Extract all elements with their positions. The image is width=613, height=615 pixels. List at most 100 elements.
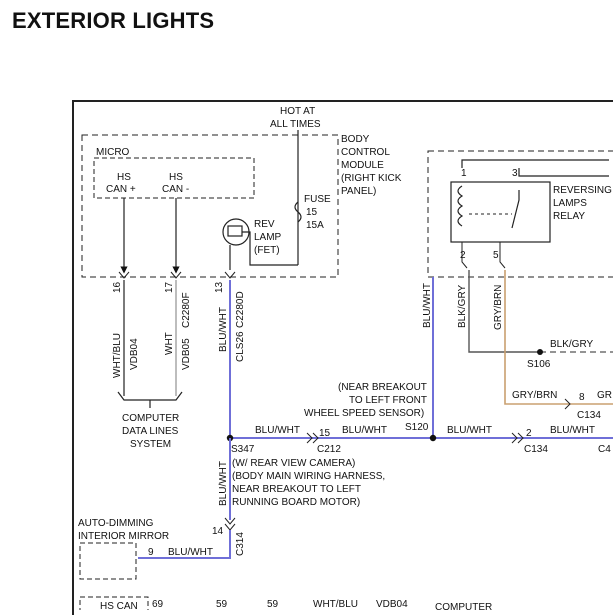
rev-lamp-label-3: (FET) — [254, 245, 280, 256]
wire-label-blu-wht-3: BLU/WHT — [255, 425, 300, 436]
s347-note-4: RUNNING BOARD MOTOR) — [232, 497, 360, 508]
power-label-1: HOT AT — [280, 106, 315, 117]
wire-label-wht-blu: WHT/BLU — [112, 333, 123, 378]
pin-15: 15 — [319, 428, 331, 439]
wire-label-gry-brn-h: GRY/BRN — [512, 390, 557, 401]
bcm-label-3: MODULE — [341, 160, 384, 171]
bcm-label-4: (RIGHT KICK — [341, 173, 402, 184]
connector-13-icon — [224, 271, 236, 279]
wire-label-blu-wht-5: BLU/WHT — [447, 425, 492, 436]
bottom-box — [79, 596, 149, 610]
wire-label-vdb04: VDB04 — [129, 338, 140, 370]
bottom-wire-1: WHT/BLU — [313, 599, 358, 610]
relay-out-5 — [499, 242, 506, 269]
connector-c314: C314 — [235, 532, 246, 556]
bottom-num-1: 69 — [152, 599, 164, 610]
fet-body — [227, 225, 243, 237]
relay-module-box — [427, 150, 613, 278]
pin-8: 8 — [579, 392, 585, 403]
wire-label-wht: WHT — [164, 332, 175, 355]
pin-14: 14 — [212, 526, 224, 537]
splice-s120-dot — [429, 434, 437, 442]
wire-label-blk-gry-h: BLK/GRY — [550, 339, 593, 350]
breakout-label-1: (NEAR BREAKOUT — [338, 382, 427, 393]
hs-can-plus-1: HS — [117, 172, 131, 183]
wire-label-blu-wht-2: BLU/WHT — [422, 283, 433, 328]
pin-9: 9 — [148, 547, 154, 558]
wire-gry-brn — [504, 270, 613, 405]
mirror-box — [79, 542, 137, 580]
connector-c134-b: C134 — [524, 444, 548, 455]
pin-13: 13 — [214, 281, 225, 293]
relay-feed-line-3 — [518, 168, 609, 177]
computer-label-3: SYSTEM — [130, 439, 171, 450]
wire-label-vdb05: VDB05 — [181, 338, 192, 370]
wire-label-blu-wht-7: BLU/WHT — [218, 461, 229, 506]
pin-17: 17 — [164, 281, 175, 293]
relay-coil-icon — [457, 185, 464, 227]
bcm-label-2: CONTROL — [341, 147, 390, 158]
bottom-computer: COMPUTER — [435, 602, 492, 610]
wire-label-c2280f: C2280F — [181, 292, 192, 328]
s347-note-1: (W/ REAR VIEW CAMERA) — [232, 458, 355, 469]
wire-label-blk-gry-v: BLK/GRY — [457, 285, 468, 328]
diagram-frame — [72, 100, 613, 615]
splice-s106: S106 — [527, 359, 551, 370]
relay-label-3: RELAY — [553, 211, 585, 222]
relay-label-1: REVERSING — [553, 185, 612, 196]
hs-can-minus-2: CAN - — [162, 184, 189, 195]
fuse-icon — [294, 201, 302, 223]
splice-s347: S347 — [231, 444, 255, 455]
relay-pin-5: 5 — [493, 250, 499, 261]
data-lines-brace — [117, 391, 183, 401]
wire-label-gr-partial: GR — [597, 390, 612, 401]
connector-c134-b-icon — [511, 432, 524, 444]
page-title: EXTERIOR LIGHTS — [12, 8, 215, 33]
mirror-label-2: INTERIOR MIRROR — [78, 531, 169, 542]
splice-s120: S120 — [405, 422, 429, 433]
fuse-label-2: 15 — [306, 207, 318, 218]
relay-box — [450, 181, 551, 243]
connector-c212-icon — [306, 432, 319, 444]
bcm-label-5: PANEL) — [341, 186, 376, 197]
wire-label-cls26: CLS26 — [235, 331, 246, 362]
relay-pin-1: 1 — [461, 168, 467, 179]
s347-note-2: (BODY MAIN WIRING HARNESS, — [232, 471, 385, 482]
breakout-label-2: TO LEFT FRONT — [349, 395, 427, 406]
wire-label-blu-wht-1: BLU/WHT — [218, 307, 229, 352]
fuse-label-3: 15A — [306, 220, 324, 231]
bottom-partial-label: HS CAN — [100, 601, 138, 610]
splice-s106-dot — [537, 349, 543, 355]
bcm-label-1: BODY — [341, 134, 370, 145]
connector-c212: C212 — [317, 444, 341, 455]
relay-feed-line-1 — [461, 159, 609, 168]
computer-label-1: COMPUTER — [122, 413, 179, 424]
breakout-label-3: WHEEL SPEED SENSOR) — [304, 408, 424, 419]
wire-label-blu-wht-6: BLU/WHT — [550, 425, 595, 436]
connector-16-icon — [118, 271, 130, 279]
connector-c4-partial: C4 — [598, 444, 611, 455]
wire-label-blu-wht-4: BLU/WHT — [342, 425, 387, 436]
relay-label-2: LAMPS — [553, 198, 587, 209]
relay-pin-2: 2 — [460, 250, 466, 261]
connector-c134-a: C134 — [577, 410, 601, 421]
connector-17-icon — [170, 271, 182, 279]
pin-2: 2 — [526, 428, 532, 439]
wire-label-gry-brn-v: GRY/BRN — [493, 285, 504, 330]
computer-label-2: DATA LINES — [122, 426, 179, 437]
fet-feed-line — [242, 231, 298, 266]
micro-box — [93, 157, 255, 199]
connector-c134-a-icon — [564, 398, 571, 410]
wire-label-c2280d: C2280D — [235, 291, 246, 328]
power-label-2: ALL TIMES — [270, 119, 321, 130]
wire-blk-gry — [468, 270, 540, 353]
bottom-num-3: 59 — [267, 599, 279, 610]
rev-lamp-label-2: LAMP — [254, 232, 282, 243]
fuse-label-1: FUSE — [304, 194, 331, 205]
hs-can-plus-2: CAN + — [106, 184, 136, 195]
wire-label-blu-wht-8: BLU/WHT — [168, 547, 213, 558]
wire-blu-wht-mirror — [138, 530, 231, 559]
relay-pin-3: 3 — [512, 168, 518, 179]
s347-note-3: NEAR BREAKOUT TO LEFT — [232, 484, 361, 495]
